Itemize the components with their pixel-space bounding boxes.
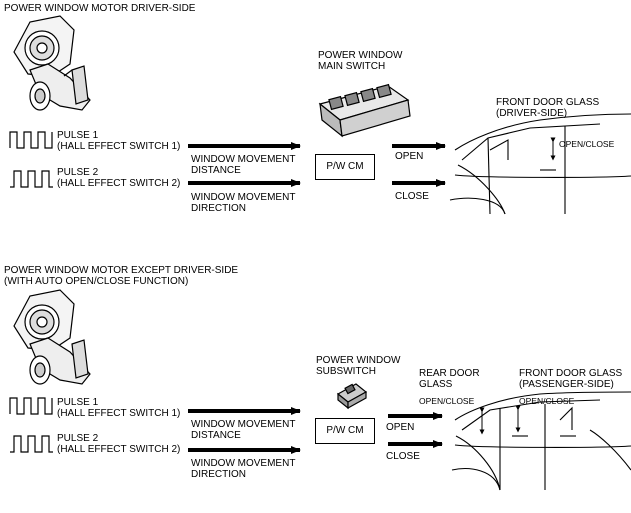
subswitch-illustration xyxy=(336,383,368,410)
top-open-label: OPEN xyxy=(395,151,424,162)
bottom-pulse1-label: PULSE 1 xyxy=(57,397,99,408)
top-movement-distance-line1: WINDOW MOVEMENT xyxy=(191,154,296,165)
bottom-rear-glass-line1: REAR DOOR xyxy=(419,368,480,379)
pulse-waveform-1-top xyxy=(9,131,53,149)
main-switch-illustration xyxy=(318,83,411,138)
top-pulse2-label: PULSE 2 xyxy=(57,167,99,178)
arrows-top xyxy=(188,142,446,187)
bottom-front-glass-line1: FRONT DOOR GLASS xyxy=(519,368,623,379)
top-movement-direction-line1: WINDOW MOVEMENT xyxy=(191,192,296,203)
bottom-pw-cm-box: P/W CM xyxy=(315,418,375,444)
car-illustration-bottom xyxy=(451,391,631,491)
bottom-movement-direction-line1: WINDOW MOVEMENT xyxy=(191,458,296,469)
top-switch-label-line2: MAIN SWITCH xyxy=(318,61,386,72)
bottom-movement-distance-line1: WINDOW MOVEMENT xyxy=(191,419,296,430)
bottom-pulse1-sub: (HALL EFFECT SWITCH 1) xyxy=(57,408,181,419)
top-glass-label-line1: FRONT DOOR GLASS xyxy=(496,97,600,108)
arrows-bottom xyxy=(188,407,443,454)
bottom-movement-direction-line2: DIRECTION xyxy=(191,469,246,480)
bottom-front-glass-line2: (PASSENGER-SIDE) xyxy=(519,379,614,390)
bottom-rear-glass-line2: GLASS xyxy=(419,379,453,390)
bottom-front-open-close: OPEN/CLOSE xyxy=(519,396,575,406)
top-pw-cm-box: P/W CM xyxy=(315,154,375,180)
bottom-movement-distance-line2: DISTANCE xyxy=(191,430,241,441)
top-pulse1-label: PULSE 1 xyxy=(57,130,99,141)
bottom-heading-line1: POWER WINDOW MOTOR EXCEPT DRIVER-SIDE xyxy=(4,265,239,276)
top-close-label: CLOSE xyxy=(395,191,429,202)
pulse-waveform-2-bottom xyxy=(10,435,53,453)
motor-illustration-bottom xyxy=(13,289,91,385)
top-movement-direction-line2: DIRECTION xyxy=(191,203,246,214)
top-pulse1-sub: (HALL EFFECT SWITCH 1) xyxy=(57,141,181,152)
bottom-heading-line2: (WITH AUTO OPEN/CLOSE FUNCTION) xyxy=(4,276,189,287)
top-open-close-label: OPEN/CLOSE xyxy=(559,139,615,149)
top-switch-label-line1: POWER WINDOW xyxy=(318,50,403,61)
bottom-pulse2-sub: (HALL EFFECT SWITCH 2) xyxy=(57,444,181,455)
top-movement-distance-line2: DISTANCE xyxy=(191,165,241,176)
pulse-waveform-2-top xyxy=(10,170,53,188)
bottom-close-label: CLOSE xyxy=(386,451,420,462)
motor-illustration-top xyxy=(13,15,91,111)
car-illustration-top xyxy=(449,113,631,215)
top-pulse2-sub: (HALL EFFECT SWITCH 2) xyxy=(57,178,181,189)
bottom-pulse2-label: PULSE 2 xyxy=(57,433,99,444)
bottom-switch-label-line1: POWER WINDOW xyxy=(316,355,401,366)
bottom-switch-label-line2: SUBSWITCH xyxy=(316,366,376,377)
bottom-open-label: OPEN xyxy=(386,422,415,433)
bottom-rear-open-close: OPEN/CLOSE xyxy=(419,396,475,406)
top-heading: POWER WINDOW MOTOR DRIVER-SIDE xyxy=(4,3,196,14)
top-glass-label-line2: (DRIVER-SIDE) xyxy=(496,108,568,119)
pulse-waveform-1-bottom xyxy=(9,397,53,415)
